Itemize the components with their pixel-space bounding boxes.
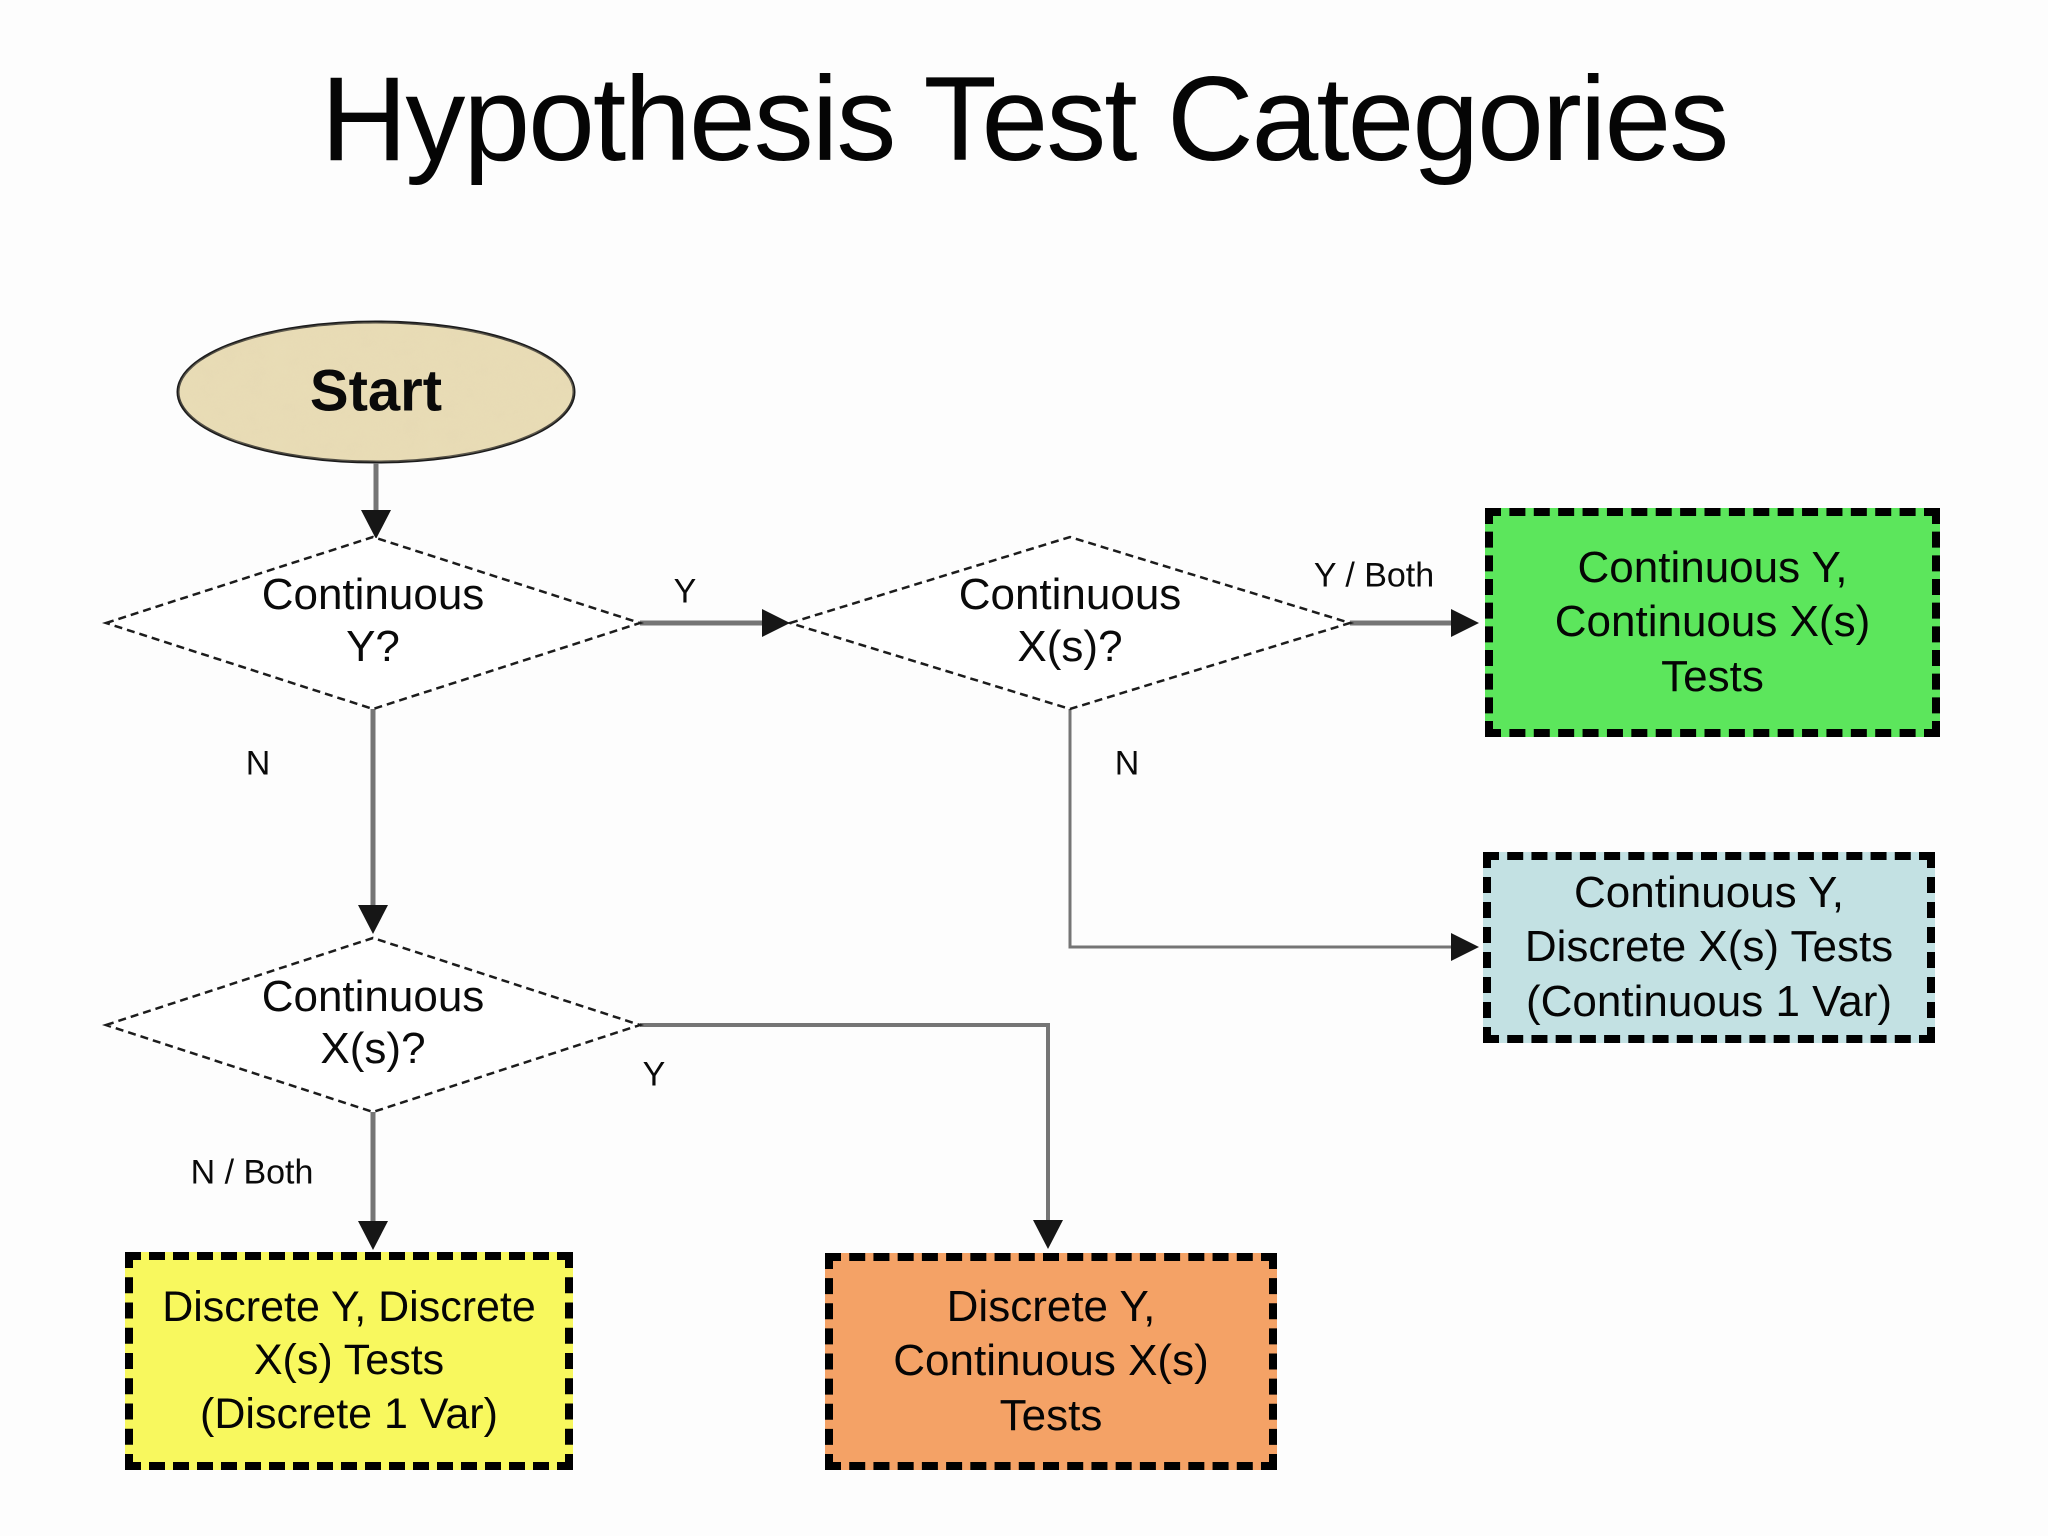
arrowhead-into-d1	[361, 510, 391, 539]
connector-lines	[370, 463, 1455, 1224]
arrowhead-into-blue-box	[1451, 933, 1479, 961]
result-box-text: Continuous Y,Discrete X(s) Tests(Continu…	[1524, 867, 1894, 1026]
arrowheads	[358, 510, 1479, 1250]
result-box-text: Continuous Y,Continuous X(s)Tests	[1554, 542, 1871, 701]
diamond-continuous-x-bottom	[101, 936, 645, 1114]
start-label: Start	[309, 358, 443, 424]
edge-label-d2-no: N	[1114, 744, 1140, 783]
edge-d2-no	[1068, 709, 1455, 949]
edge-label-d2-yes: Y / Both	[1313, 556, 1435, 595]
decision-diamonds	[101, 535, 1355, 1114]
edge-label-d1-yes: Y	[673, 572, 697, 611]
arrowhead-into-d3	[358, 905, 388, 934]
result-box-continuous-y-discrete-x: Continuous Y,Discrete X(s) Tests(Continu…	[1483, 852, 1935, 1043]
edge-label-d1-no: N	[245, 744, 271, 783]
arrowhead-into-green-box	[1451, 609, 1479, 637]
arrowhead-into-orange-box	[1033, 1220, 1063, 1249]
result-box-continuous-y-continuous-x: Continuous Y,Continuous X(s)Tests	[1485, 508, 1940, 737]
start-ellipse-texture	[178, 322, 574, 462]
start-node	[176, 320, 576, 464]
edge-d3-yes	[640, 1023, 1050, 1224]
diamond-continuous-x-top	[785, 535, 1355, 711]
result-box-discrete-y-continuous-x: Discrete Y,Continuous X(s)Tests	[825, 1253, 1277, 1470]
result-box-text: Discrete Y,Continuous X(s)Tests	[893, 1281, 1209, 1440]
diamond-continuous-y	[101, 535, 645, 711]
edge-label-d3-no: N / Both	[190, 1153, 314, 1192]
arrowhead-into-yellow-box	[358, 1221, 388, 1250]
arrowhead-into-d2	[762, 609, 790, 637]
edge-label-d3-yes: Y	[642, 1055, 666, 1094]
slide-title: Hypothesis Test Categories	[320, 52, 1730, 186]
